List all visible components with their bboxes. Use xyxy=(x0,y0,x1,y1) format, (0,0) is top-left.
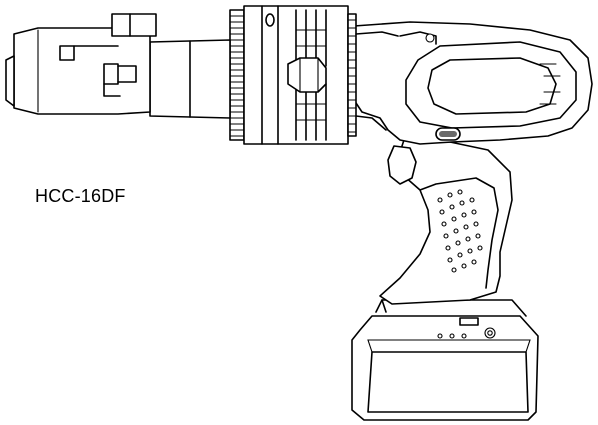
motor-housing xyxy=(353,21,593,145)
knurled-collar xyxy=(229,5,357,145)
handle-grip xyxy=(379,131,513,305)
battery-pack xyxy=(351,299,539,421)
gear-neck xyxy=(355,31,399,131)
model-label: HCC-16DF xyxy=(35,186,126,206)
grip-texture-dots xyxy=(437,189,483,273)
cutter-head xyxy=(5,13,231,119)
